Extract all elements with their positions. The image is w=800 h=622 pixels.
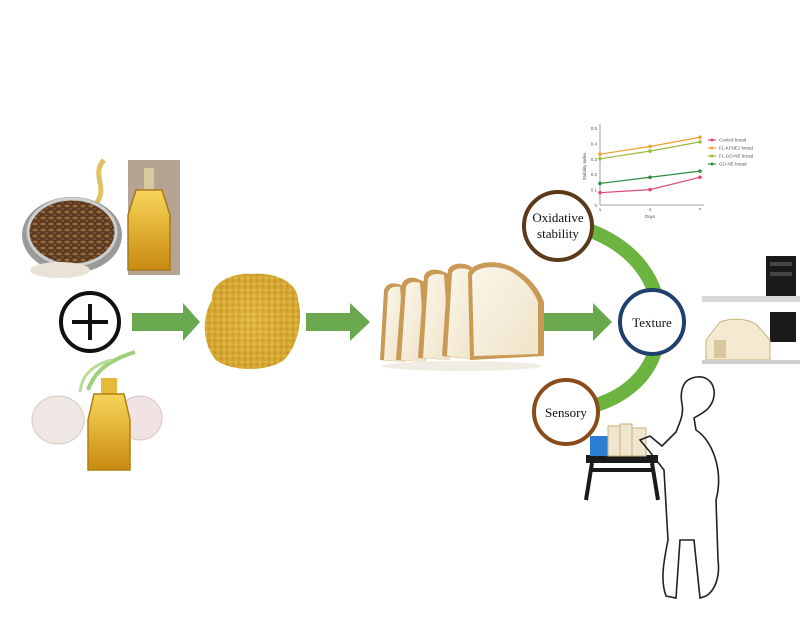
chart-xtick-label: 1 [599,207,602,212]
node-oxidative-stability-label-line1: Oxidative [532,210,583,225]
chart-point [598,181,602,186]
chart-ytick-label: 0 [594,203,597,208]
chart-point [648,175,652,180]
flaxseed-oil-image [22,158,180,278]
chart-ytick-label: 0.5 [591,126,598,131]
chart-ytick-label: 0.1 [591,188,598,193]
chart-ytick-label: 0.2 [591,172,598,177]
chart-xtick-label: 7 [699,207,702,212]
powder-image [204,273,301,369]
chart-point [598,190,602,195]
chart-legend-marker [710,162,714,166]
chart-point [598,152,602,156]
node-texture-label: Texture [632,315,672,330]
sensory-panelist-image [584,376,720,600]
chart-legend-label: GO-NE bread [719,162,747,167]
plus-icon [59,291,121,353]
chart-xlabel: Days [645,214,656,219]
chart-point [698,169,702,173]
node-oxidative-stability-label-line2: stability [537,226,579,241]
chart-point [648,149,652,153]
chart-point [698,175,702,180]
garlic-oil-image [31,350,163,471]
chart-point [648,187,652,192]
chart-point [698,140,702,144]
arrow-to-powder [132,303,200,341]
chart-legend-label: Control bread [719,138,747,143]
node-texture: Texture [618,288,686,356]
chart-legend-marker [710,138,714,142]
bread-slices-image [380,262,544,371]
chart-ytick-label: 0.3 [591,157,598,162]
arrow-to-analysis [544,303,612,341]
node-sensory: Sensory [532,378,600,446]
chart-legend-label: FL-KFNE1 bread [719,146,754,151]
node-oxidative-stability: Oxidative stability [522,190,594,262]
arrow-to-bread [306,303,370,341]
chart-ytick-label: 0.4 [591,141,598,146]
chart-point [648,144,652,149]
chart-ylabel: Stability index [582,152,587,181]
chart-point [698,135,702,140]
texture-analyzer-image [702,256,800,364]
chart-legend-marker [710,154,714,158]
chart-xtick-label: 4 [649,207,652,212]
node-sensory-label: Sensory [545,405,587,420]
chart-legend-label: FL-GO-NE bread [719,154,754,159]
chart-point [598,157,602,161]
chart-legend-marker [710,146,714,150]
